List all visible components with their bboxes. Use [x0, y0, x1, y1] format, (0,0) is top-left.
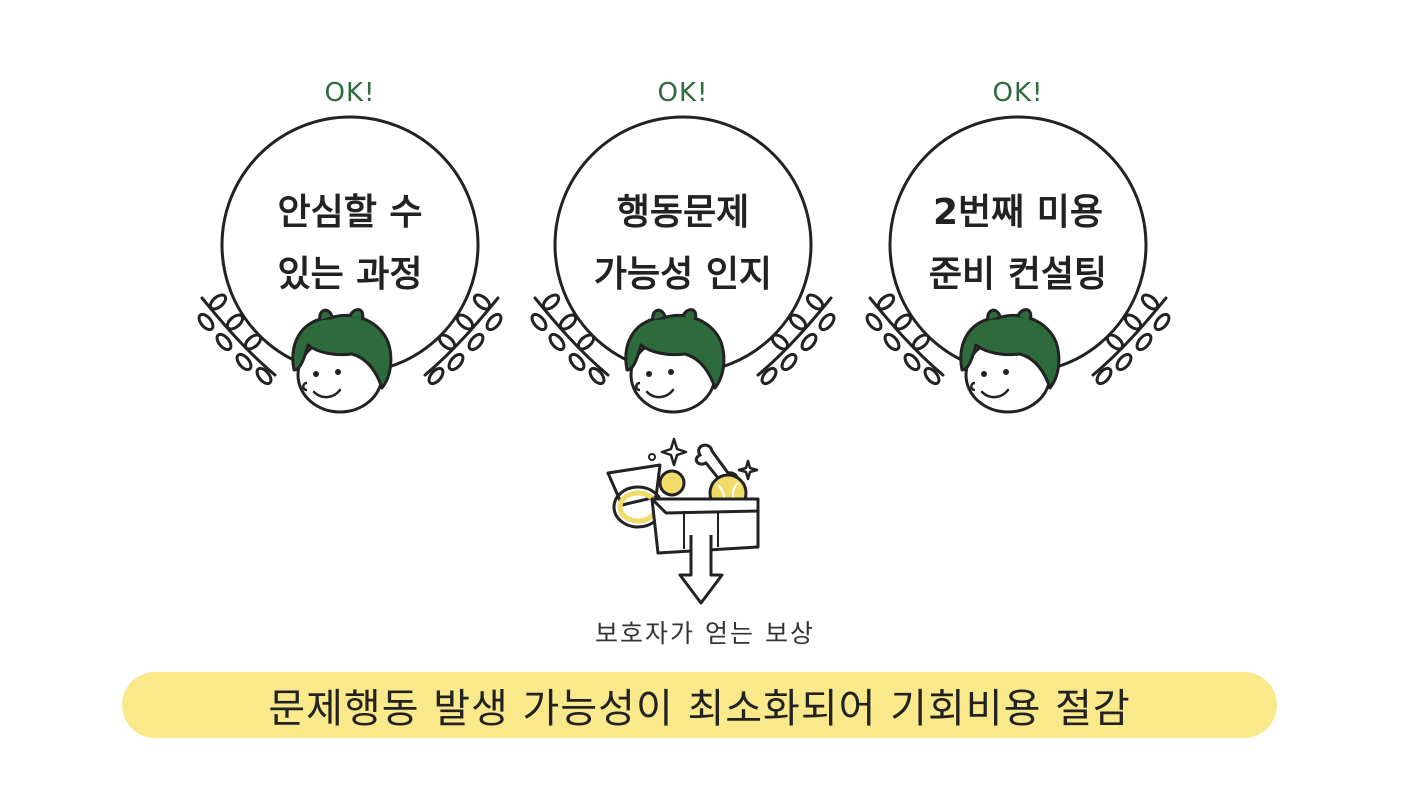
summary-banner: 문제행동 발생 가능성이 최소화되어 기회비용 절감	[122, 672, 1277, 738]
down-arrow-icon	[678, 535, 724, 605]
boy-face-icon	[291, 308, 393, 414]
badge-illustration	[865, 115, 1171, 414]
sparkle-icon	[660, 437, 688, 467]
badge-text-line-2: 있는 과정	[277, 254, 423, 295]
boy-face-icon	[624, 308, 726, 414]
badge-text: 행동문제 가능성 인지	[573, 182, 793, 306]
badge-2: OK! 행동문제 가능성 인지	[523, 70, 843, 420]
badge-text-line-1: 2번째 미용	[932, 192, 1104, 233]
gift-box-icon	[606, 437, 760, 605]
badge-text-line-1: 행동문제	[616, 192, 750, 233]
sparkle-icon	[737, 459, 759, 481]
reward-caption: 보호자가 얻는 보상	[595, 619, 815, 648]
badge-illustration	[197, 115, 503, 414]
summary-banner-text: 문제행동 발생 가능성이 최소화되어 기회비용 절감	[268, 686, 1131, 732]
badge-1: OK! 안심할 수 있는 과정	[190, 70, 510, 420]
badge-text-line-2: 가능성 인지	[593, 254, 773, 295]
badge-3: OK! 2번째 미용 준비 컨설팅	[858, 70, 1178, 420]
ok-label: OK!	[657, 78, 709, 108]
badge-text-line-1: 안심할 수	[277, 192, 423, 233]
badge-illustration	[530, 115, 836, 414]
badge-text: 안심할 수 있는 과정	[240, 182, 460, 306]
badge-text-line-2: 준비 컨설팅	[928, 254, 1108, 295]
badge-text: 2번째 미용 준비 컨설팅	[908, 182, 1128, 306]
ok-label: OK!	[992, 78, 1044, 108]
ok-label: OK!	[324, 78, 376, 108]
laurel-left-icon	[197, 293, 277, 386]
boy-face-icon	[959, 308, 1061, 414]
